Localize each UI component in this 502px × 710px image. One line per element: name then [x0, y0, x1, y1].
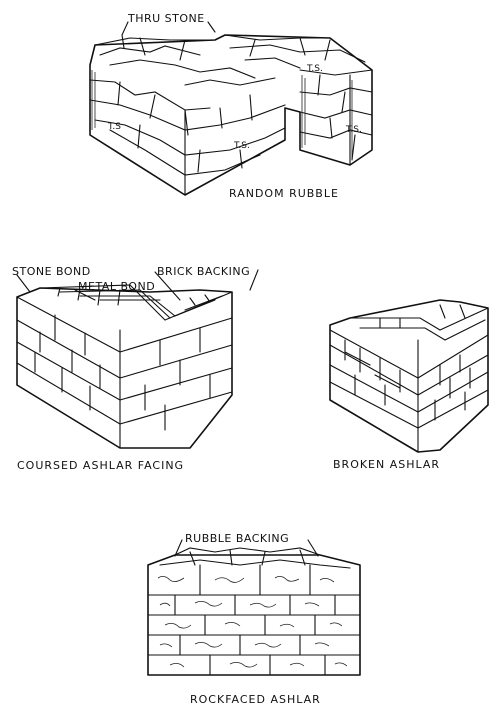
- metal-bond-label: METAL BOND: [78, 280, 155, 293]
- ts-mark-4: T.S.: [345, 125, 362, 135]
- coursed-ashlar-caption: COURSED ASHLAR FACING: [17, 459, 184, 472]
- brick-backing-label: BRICK BACKING: [157, 265, 250, 278]
- random-rubble-caption: RANDOM RUBBLE: [229, 187, 339, 200]
- stone-bond-label: STONE BOND: [12, 265, 91, 278]
- broken-ashlar-figure: BROKEN ASHLAR: [329, 299, 489, 471]
- coursed-ashlar-figure: STONE BOND METAL BOND BRICK BACKING COUR…: [12, 265, 259, 472]
- random-rubble-figure: THRU STONE T.S. T.S T.S. T.S. RANDOM RUB…: [89, 12, 373, 200]
- rockfaced-ashlar-caption: ROCKFACED ASHLAR: [190, 693, 321, 706]
- thru-stone-label: THRU STONE: [127, 12, 205, 25]
- ts-mark-3: T.S.: [233, 141, 250, 151]
- rubble-backing-label: RUBBLE BACKING: [185, 532, 289, 545]
- ts-mark-1: T.S.: [306, 64, 323, 74]
- broken-ashlar-caption: BROKEN ASHLAR: [333, 458, 440, 471]
- rockfaced-ashlar-figure: RUBBLE BACKING ROCKFACED ASHLAR: [147, 532, 361, 706]
- ts-mark-2: T.S: [107, 122, 121, 132]
